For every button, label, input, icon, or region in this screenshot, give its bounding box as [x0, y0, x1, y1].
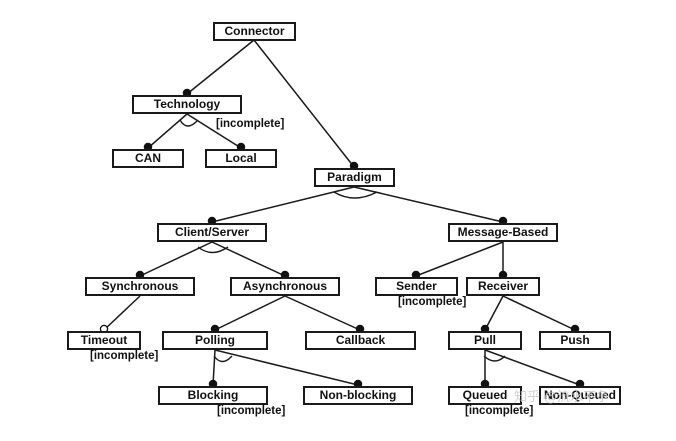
- node-non-blocking[interactable]: Non-blocking: [303, 386, 413, 405]
- node-polling[interactable]: Polling: [162, 331, 268, 350]
- node-can[interactable]: CAN: [112, 149, 184, 168]
- node-client-server[interactable]: Client/Server: [157, 223, 267, 242]
- group-arc-pull: [483, 355, 506, 362]
- edge-client-server-asynchronous: [211, 241, 286, 277]
- edge-asynchronous-callback: [284, 295, 361, 331]
- node-sender[interactable]: Sender: [375, 277, 458, 296]
- node-timeout[interactable]: Timeout: [67, 331, 141, 350]
- node-message-based[interactable]: Message-Based: [448, 223, 558, 242]
- edge-technology-can: [147, 113, 188, 149]
- note-sender-incomplete: [incomplete]: [398, 296, 467, 308]
- group-arc-technology: [179, 119, 199, 127]
- node-technology[interactable]: Technology: [132, 95, 242, 114]
- note-queued-incomplete: [incomplete]: [465, 405, 534, 417]
- node-asynchronous[interactable]: Asynchronous: [230, 277, 340, 296]
- edge-technology-local: [186, 113, 242, 149]
- edge-synchronous-timeout: [103, 295, 141, 331]
- group-arc-client-server: [197, 246, 229, 254]
- node-blocking[interactable]: Blocking: [158, 386, 268, 405]
- watermark: 知乎 @流水不争: [514, 390, 610, 405]
- node-non-queued[interactable]: Non-Queued: [539, 386, 621, 405]
- node-queued[interactable]: Queued: [448, 386, 522, 405]
- note-technology-incomplete: [incomplete]: [216, 118, 285, 130]
- edge-connector-technology: [186, 39, 255, 95]
- edge-connector-paradigm: [253, 39, 355, 168]
- node-synchronous[interactable]: Synchronous: [85, 277, 195, 296]
- edge-pull-non-queued: [484, 349, 581, 386]
- group-arc-paradigm: [333, 191, 378, 199]
- edge-paradigm-message-based: [353, 186, 504, 223]
- node-push[interactable]: Push: [539, 331, 611, 350]
- node-callback[interactable]: Callback: [305, 331, 416, 350]
- edge-receiver-push: [502, 295, 576, 331]
- node-local[interactable]: Local: [205, 149, 277, 168]
- node-pull[interactable]: Pull: [448, 331, 522, 350]
- note-blocking-incomplete: [incomplete]: [217, 405, 286, 417]
- edge-polling-non-blocking: [214, 349, 359, 386]
- note-timeout-incomplete: [incomplete]: [90, 350, 159, 362]
- edge-paradigm-client-server: [211, 186, 355, 223]
- edge-client-server-synchronous: [139, 241, 213, 277]
- edge-asynchronous-polling: [214, 295, 286, 331]
- edge-receiver-pull: [484, 295, 504, 331]
- edge-polling-blocking: [212, 349, 216, 386]
- edge-message-based-sender: [415, 241, 504, 277]
- node-receiver[interactable]: Receiver: [466, 277, 540, 296]
- node-paradigm[interactable]: Paradigm: [314, 168, 395, 187]
- group-arc-polling: [213, 355, 233, 363]
- node-connector[interactable]: Connector: [213, 22, 296, 41]
